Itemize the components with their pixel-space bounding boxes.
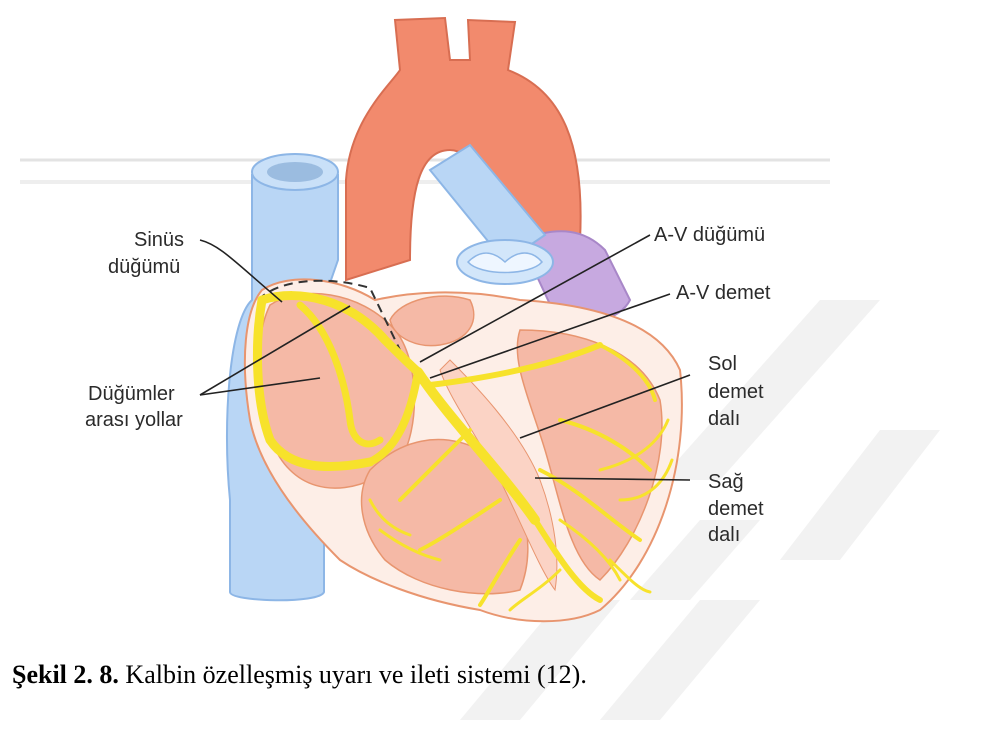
label-left-branch-line1: Sol: [708, 353, 737, 375]
label-sinus-node-line2: düğümü: [108, 256, 180, 278]
label-left-branch-line2: demet: [708, 381, 764, 403]
label-sinus-node-line1: Sinüs: [134, 229, 184, 251]
figure-caption-text: Kalbin özelleşmiş uyarı ve ileti sistemi…: [119, 660, 587, 689]
label-left-branch-line3: dalı: [708, 408, 740, 430]
figure-number: Şekil 2. 8.: [12, 660, 119, 689]
label-right-branch-line1: Sağ: [708, 471, 744, 493]
label-av-bundle: A-V demet: [676, 282, 771, 304]
label-right-branch-line2: demet: [708, 498, 764, 520]
label-av-node: A-V düğümü: [654, 224, 765, 246]
label-internodal-line1: Düğümler: [88, 383, 175, 405]
label-right-branch-line3: dalı: [708, 524, 740, 546]
figure-caption: Şekil 2. 8. Kalbin özelleşmiş uyarı ve i…: [12, 660, 972, 690]
label-internodal-line2: arası yollar: [85, 409, 183, 431]
